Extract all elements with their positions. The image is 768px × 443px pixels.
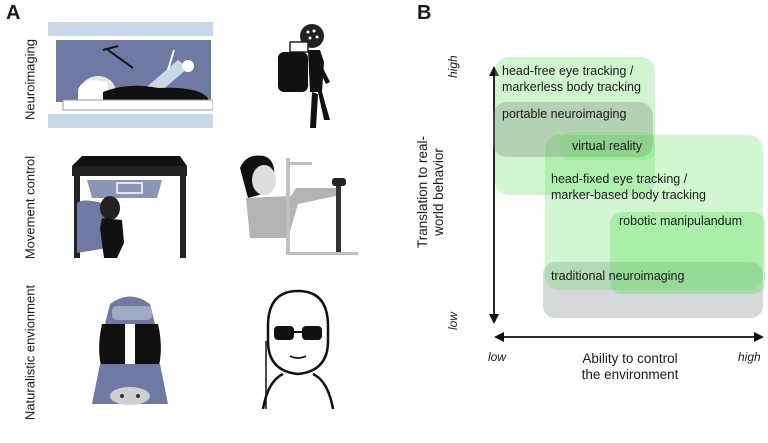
panel-b-letter: B: [417, 2, 432, 24]
desk-reaching-illustration: [72, 156, 187, 258]
x-axis-title: Ability to control the environment: [560, 351, 700, 383]
panel-a-letter: A: [6, 2, 21, 24]
label-robotic-manipulandum: robotic manipulandum: [619, 214, 742, 228]
label-line: marker-based body tracking: [551, 188, 706, 202]
box-traditional-neuroimaging-area: [543, 262, 763, 318]
eye-tracking-glasses-illustration: [261, 289, 335, 410]
y-axis-title-line: world behavior: [431, 148, 446, 236]
panel-b-axes: [489, 66, 764, 342]
vr-gaming-illustration: [92, 296, 168, 405]
x-axis-title-line: Ability to control: [582, 351, 678, 366]
row-label-neuroimaging: Neuroimaging: [22, 39, 38, 120]
label-virtual-reality: virtual reality: [572, 139, 643, 153]
y-axis-title-line: Translation to real-: [415, 135, 430, 249]
x-axis-low-label: low: [488, 350, 507, 364]
label-head-fixed-eye-tracking: head-fixed eye tracking / marker-based b…: [551, 171, 706, 203]
row-label-naturalistic-environment: Naturalistic envionment: [22, 284, 38, 421]
label-traditional-neuroimaging: traditional neuroimaging: [551, 269, 685, 283]
manipulandum-illustration: [240, 155, 358, 255]
y-axis-low-label: low: [446, 311, 460, 330]
y-axis-title: Translation to real- world behavior: [415, 117, 447, 267]
box-head-free-area: [495, 57, 655, 195]
label-line: markerless body tracking: [502, 80, 641, 94]
x-axis-title-line: the environment: [581, 367, 679, 382]
row-label-movement-control: Movement control: [22, 155, 38, 260]
x-axis-high-label: high: [738, 350, 761, 364]
box-portable-neuroimaging-area: [493, 102, 653, 157]
label-line: head-fixed eye tracking /: [551, 172, 688, 186]
label-portable-neuroimaging: portable neuroimaging: [502, 107, 627, 121]
label-line: head-free eye tracking /: [502, 64, 634, 78]
y-axis-high-label: high: [446, 55, 460, 78]
label-head-free-eye-tracking: head-free eye tracking / markerless body…: [502, 63, 641, 95]
mri-scanner-illustration: [48, 22, 213, 128]
box-virtual-reality-area: [560, 132, 655, 160]
box-robotic-manipulandum-area: [610, 212, 765, 294]
box-head-fixed-area: [545, 135, 763, 290]
portable-neuroimaging-illustration: [278, 24, 330, 128]
